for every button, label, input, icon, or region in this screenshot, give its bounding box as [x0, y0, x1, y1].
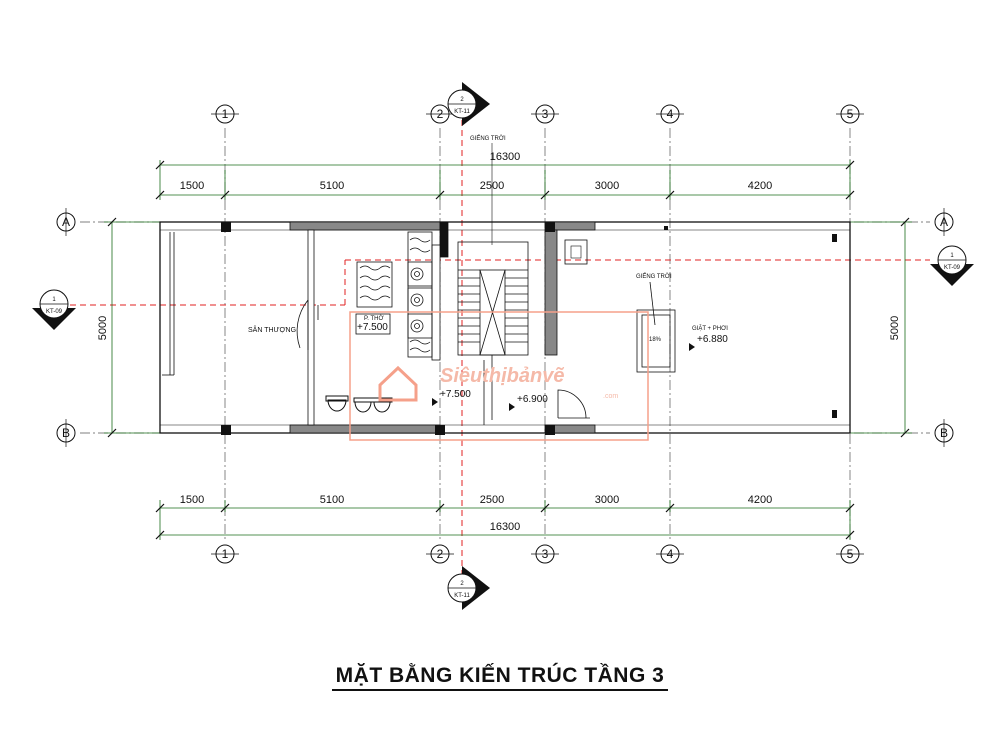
altar-room	[355, 261, 393, 335]
level-giat-phoi: +6.880	[697, 334, 728, 345]
section-marker-left: 1 KT-09	[32, 289, 76, 330]
label-giat-phoi: GIẶT + PHƠI	[692, 325, 728, 332]
section-right-num: 1	[950, 253, 954, 259]
section-left-sheet: KT-09	[46, 309, 63, 315]
dimension-lines-sides	[104, 221, 912, 434]
section-bottom-sheet: KT-11	[454, 593, 470, 599]
level-stair-marker	[509, 403, 515, 411]
dim-bottom-5: 4200	[748, 494, 772, 506]
label-slope: 18%	[649, 337, 662, 343]
drawing-title: MẶT BẰNG KIẾN TRÚC TẦNG 3	[331, 664, 669, 691]
watermark-sub: .com	[603, 393, 618, 400]
section-marker-right: 1 KT-09	[930, 245, 974, 286]
level-phong-tho: +7.500	[357, 322, 388, 333]
dim-bottom-4: 3000	[595, 494, 619, 506]
label-san-thuong: SÂN THƯỢNG	[248, 325, 296, 334]
columns	[221, 222, 837, 435]
level-hall-marker	[432, 398, 438, 406]
grid-label-b-right: B	[940, 426, 948, 440]
section-bottom-num: 2	[460, 581, 464, 587]
section-top-sheet: KT-11	[454, 109, 470, 115]
dim-bottom-2: 5100	[320, 494, 344, 506]
fixture-box	[564, 239, 588, 265]
dim-bottom-1: 1500	[180, 494, 204, 506]
terrace-door	[296, 299, 319, 350]
section-top-num: 2	[460, 97, 464, 103]
terrace-railing	[162, 232, 175, 376]
toilets	[325, 395, 393, 413]
section-right-sheet: KT-09	[944, 265, 961, 271]
dim-top-5: 4200	[748, 180, 772, 192]
landing-door	[557, 389, 590, 419]
label-phong-tho: P. THỜ	[364, 315, 384, 322]
dim-bottom-total: 16300	[490, 521, 521, 533]
grid-label-a-right: A	[940, 215, 948, 229]
grid-label-1-bottom: 1	[222, 547, 229, 561]
level-stair: +6.900	[517, 394, 548, 405]
dim-top-2: 5100	[320, 180, 344, 192]
grid-label-2-top: 2	[437, 107, 444, 121]
grid-label-2-bottom: 2	[437, 547, 444, 561]
section-lines	[70, 110, 930, 578]
grid-label-5-top: 5	[847, 107, 854, 121]
grid-label-a-left: A	[62, 215, 70, 229]
grid-bubbles-sides-cross	[65, 208, 945, 447]
section-left-num: 1	[52, 297, 56, 303]
drawing-title-wrap: MẶT BẰNG KIẾN TRÚC TẦNG 3	[0, 664, 1000, 691]
watermark-text: Siêuthịbảnvẽ	[440, 365, 564, 387]
dim-left-depth: 5000	[97, 316, 109, 340]
label-gieng-troi-right: GIẾNG TRỜI	[636, 273, 672, 280]
dim-top-1: 1500	[180, 180, 204, 192]
level-hall: +7.500	[440, 389, 471, 400]
dimension-lines-top	[159, 160, 851, 200]
grid-label-3-bottom: 3	[542, 547, 549, 561]
dim-top-4: 3000	[595, 180, 619, 192]
grid-label-4-top: 4	[667, 107, 674, 121]
dimension-ticks	[107, 160, 910, 540]
label-gieng-troi-top: GIẾNG TRỜI	[470, 135, 506, 142]
dim-right-depth: 5000	[889, 316, 901, 340]
dim-bottom-3: 2500	[480, 494, 504, 506]
building-outline	[159, 221, 851, 434]
level-giat-phoi-marker	[689, 343, 695, 351]
grid-label-5-bottom: 5	[847, 547, 854, 561]
grid-label-3-top: 3	[542, 107, 549, 121]
grid-label-4-bottom: 4	[667, 547, 674, 561]
watermark: Siêuthịbảnvẽ .com	[349, 311, 649, 441]
grid-label-b-left: B	[62, 426, 70, 440]
section-marker-bottom: 2 KT-11	[447, 566, 490, 610]
dim-top-total: 16300	[490, 151, 521, 163]
grid-label-1-top: 1	[222, 107, 229, 121]
dimension-lines-bottom	[159, 500, 851, 540]
fixture-box-inner	[570, 245, 582, 259]
cabinet-column	[407, 231, 433, 358]
skylight-laundry	[636, 281, 676, 373]
section-marker-top: 2 KT-11	[447, 82, 490, 126]
